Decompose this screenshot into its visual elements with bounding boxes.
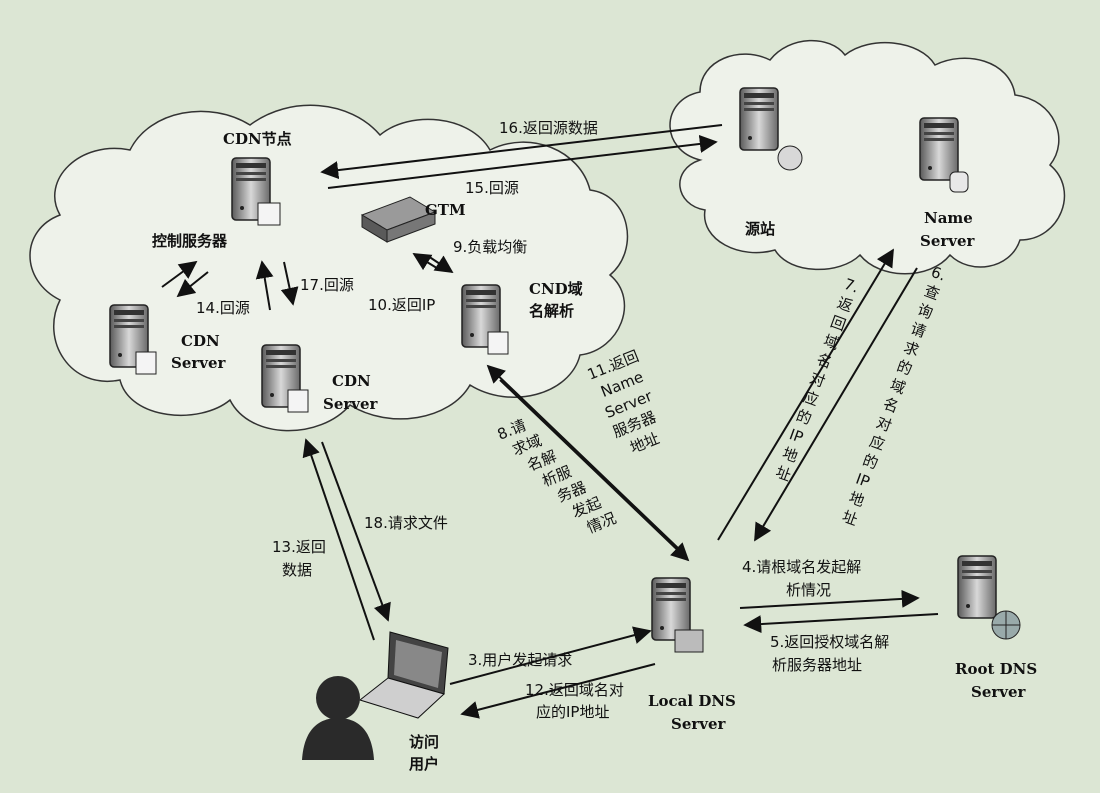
step-11-label: 11.返回 Name Server 服务器 地址 [585,347,662,457]
svg-text:址: 址 [773,463,793,485]
local-dns-label-line2: Server [671,715,727,733]
step-4-label-line1: 4.请根域名发起解 [742,558,861,576]
step-13-label-line1: 13.返回 [272,538,326,556]
gtm-label: GTM [425,201,466,219]
svg-text:域: 域 [888,376,908,398]
arrows [161,124,939,719]
svg-text:的: 的 [860,451,880,473]
cdn-server-2-label-line1: CDN [332,372,371,390]
cnd-dns-label-line1: CND域 [529,280,583,298]
cdn-server-1-label-line1: CDN [181,332,220,350]
root-dns-label-line1: Root DNS [955,660,1037,678]
step-14-label: 14.回源 [196,299,250,317]
laptop-icon [358,631,449,719]
svg-text:询: 询 [915,300,935,322]
step-12-label-line1: 12.返回域名对 [525,681,624,699]
step-18-label: 18.请求文件 [364,514,448,532]
origin-label: 源站 [745,220,775,238]
cnd-dns-label-line2: 名解析 [529,302,574,320]
svg-text:7.: 7. [842,275,862,297]
step-9-label: 9.负载均衡 [453,238,527,256]
step-4-label-line2: 析情况 [786,581,831,599]
gtm-switch-icon [360,196,437,243]
svg-text:应: 应 [867,432,887,454]
svg-text:IP: IP [853,470,872,492]
svg-text:地: 地 [847,488,867,510]
root-dns-server-icon [957,555,997,619]
svg-text:名: 名 [881,394,901,416]
name-server-label-line1: Name [924,209,973,227]
svg-text:IP: IP [787,425,806,447]
step-3-label: 3.用户发起请求 [468,651,572,669]
cdn-node-title: CDN节点 [223,130,292,148]
local-dns-label-line1: Local DNS [648,692,736,710]
svg-text:回: 回 [828,312,848,334]
step-17-label: 17.回源 [300,276,354,294]
cdn-server-1-label-line2: Server [171,354,227,372]
origin-server-icon [739,87,779,151]
svg-text:查: 查 [922,282,942,304]
svg-text:名: 名 [814,350,834,372]
step-7-label: 7. 返 回 域 名 对 应 的 IP 地 址 [773,275,862,485]
cdn-cloud [29,104,629,432]
origin-cloud [669,39,1066,275]
svg-text:应: 应 [801,388,821,410]
cdn-server-2-label-line2: Server [323,395,379,413]
step-12-label-line2: 应的IP地址 [536,703,609,721]
step-8-label: 8.请 求域 名解 析服 务器 发起 情况 [495,416,619,537]
svg-text:地: 地 [780,444,800,466]
step-5-label-line1: 5.返回授权域名解 [770,633,889,651]
svg-text:对: 对 [807,369,827,391]
svg-text:域: 域 [821,331,841,353]
step-13-label-line2: 数据 [282,561,312,579]
svg-text:的: 的 [894,357,914,379]
user-label-line2: 用户 [409,755,439,773]
step-15-label: 15.回源 [465,179,519,197]
svg-text:对: 对 [874,413,894,435]
svg-text:返: 返 [835,294,855,316]
user-icon [302,676,374,760]
step-5-label-line2: 析服务器地址 [772,656,862,674]
step-6-label: 6. 查 询 请 求 的 域 名 对 应 的 IP 地 址 [840,263,949,529]
step-16-label: 16.返回源数据 [499,119,598,137]
svg-text:的: 的 [794,406,814,428]
step-10-label: 10.返回IP [368,296,435,314]
svg-text:求: 求 [901,338,921,360]
svg-text:请: 请 [908,319,928,341]
root-dns-label-line2: Server [971,683,1027,701]
control-server-box [257,202,281,226]
name-server-label-line2: Server [920,232,976,250]
control-server-label: 控制服务器 [152,232,228,250]
user-label-line1: 访问 [409,733,439,751]
svg-text:6.: 6. [929,263,949,285]
name-server-icon [919,117,959,181]
svg-text:址: 址 [840,507,860,529]
